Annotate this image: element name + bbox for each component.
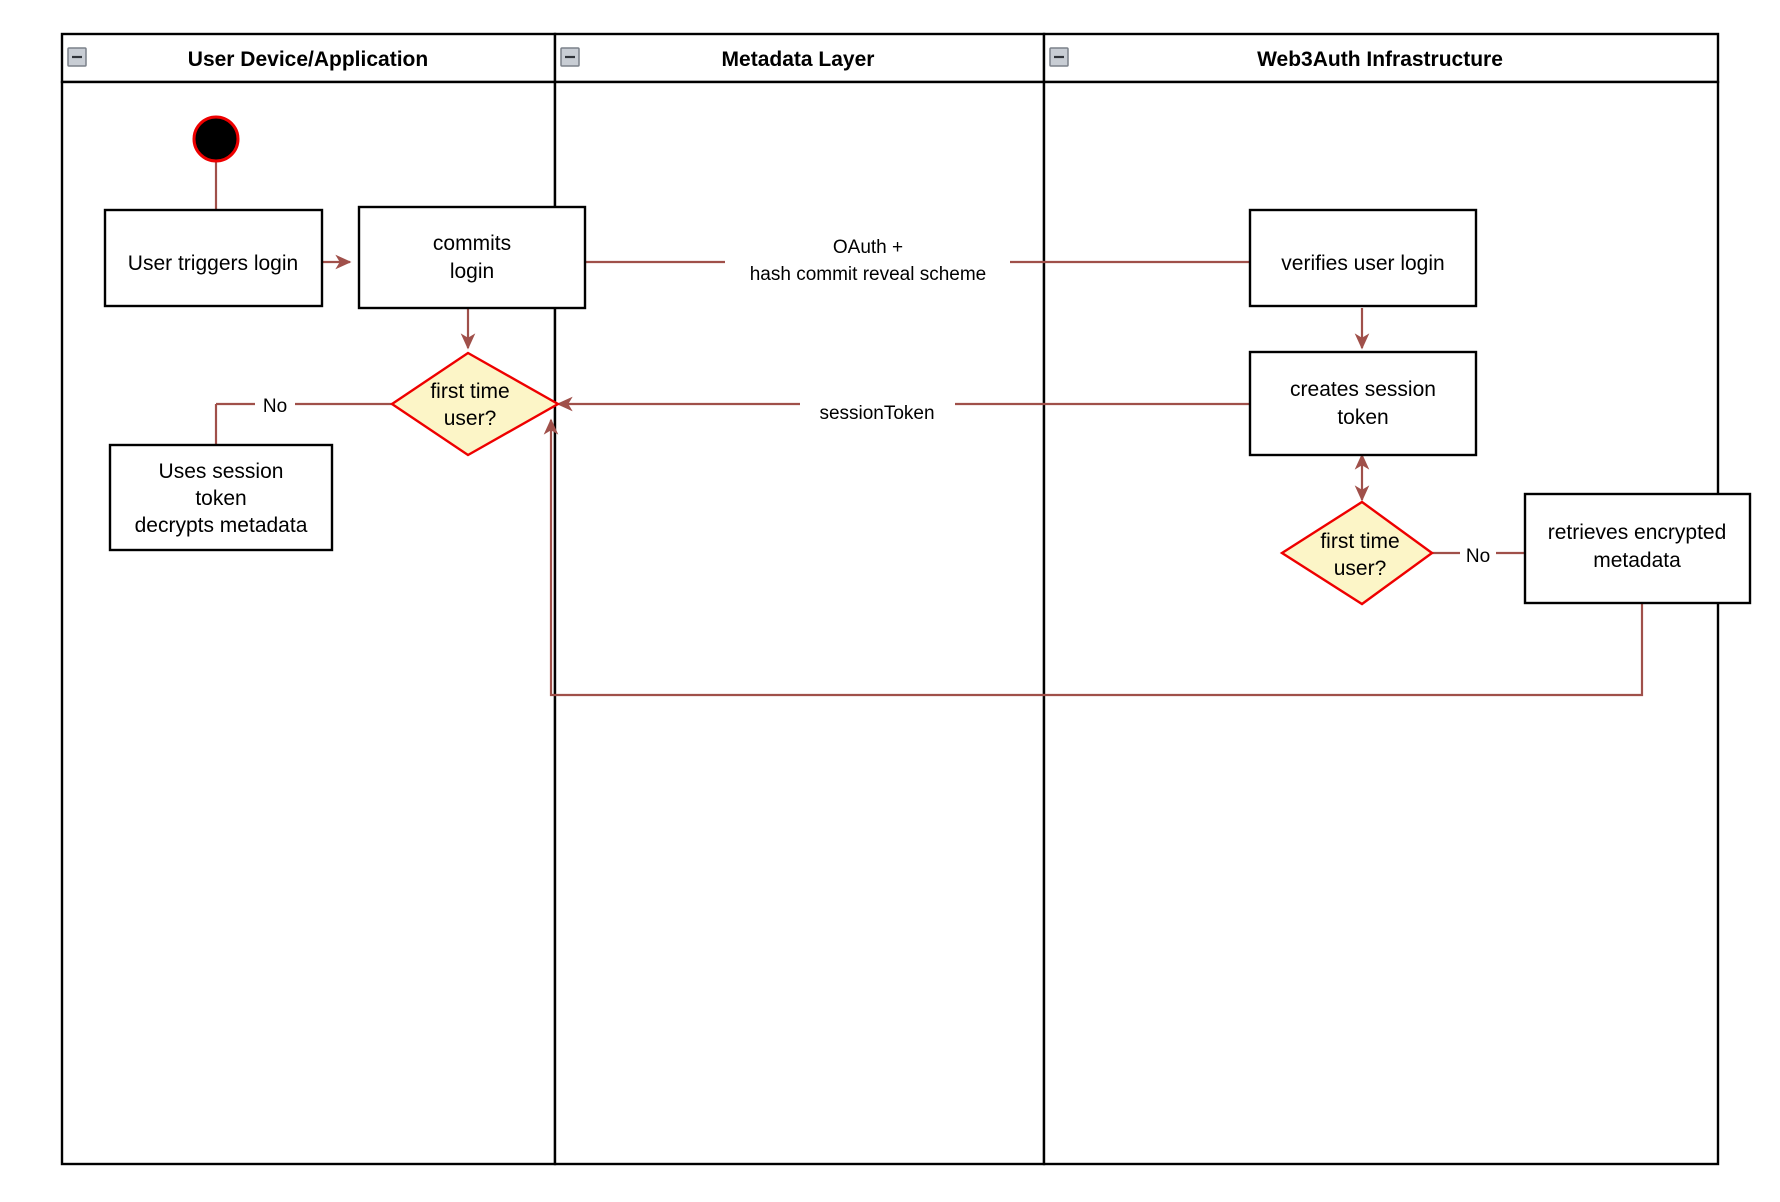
edge-label-no-right: No: [1466, 546, 1490, 567]
decision-first-time-user-right[interactable]: first time user?: [1279, 500, 1435, 606]
lane-title-web3auth: Web3Auth Infrastructure: [1257, 48, 1503, 71]
action-label: User triggers login: [128, 252, 298, 275]
edge-label-session-token: sessionToken: [819, 403, 934, 424]
flow-retrieves-metadata-loop-back: [543, 418, 1644, 697]
action-label-line2: token: [1337, 406, 1388, 429]
decision-label-line2: user?: [1334, 557, 1387, 580]
action-label-line2: token: [195, 487, 246, 510]
action-label-line2: login: [450, 260, 494, 283]
lane-header-user-device: [60, 32, 557, 84]
edge-label-no-left: No: [263, 396, 287, 417]
minus-icon[interactable]: [1049, 47, 1069, 67]
swimlane-user-device: User Device/Application: [60, 32, 557, 1166]
action-uses-session-token[interactable]: Uses session token decrypts metadata: [108, 443, 334, 552]
minus-icon[interactable]: [67, 47, 87, 67]
swimlane-metadata-layer: Metadata Layer: [553, 32, 1046, 1166]
action-creates-session-token[interactable]: creates session token: [1248, 350, 1478, 457]
action-user-triggers-login[interactable]: User triggers login: [103, 208, 324, 308]
edge-label-oauth: OAuth + hash commit reveal scheme: [750, 237, 987, 285]
action-label-line1: retrieves encrypted: [1548, 521, 1727, 544]
decision-label-line2: user?: [444, 407, 497, 430]
edge-label-text: No: [1466, 546, 1490, 567]
action-commits-login[interactable]: commits login: [357, 205, 587, 310]
lane-header-metadata-layer: [553, 32, 1046, 84]
decision-first-time-user-left[interactable]: first time user?: [389, 351, 561, 457]
lane-body-metadata-layer: [553, 80, 1046, 1166]
action-verifies-user-login[interactable]: verifies user login: [1248, 208, 1478, 308]
action-label: verifies user login: [1281, 252, 1444, 275]
action-retrieves-encrypted-metadata[interactable]: retrieves encrypted metadata: [1523, 492, 1752, 605]
action-label-line3: decrypts metadata: [135, 514, 308, 537]
lane-title-user-device: User Device/Application: [188, 48, 428, 71]
lane-header-web3auth: [1042, 32, 1720, 84]
edge-label-text: No: [263, 396, 287, 417]
action-label-line1: commits: [433, 232, 511, 255]
action-label-line1: Uses session: [159, 460, 284, 483]
initial-node: [192, 115, 240, 163]
edge-label-text: sessionToken: [819, 403, 934, 424]
minus-icon[interactable]: [560, 47, 580, 67]
edge-label-line2: hash commit reveal scheme: [750, 264, 987, 285]
edge-label-line1: OAuth +: [833, 237, 903, 258]
action-label-line2: metadata: [1593, 549, 1681, 572]
decision-label-line1: first time: [1320, 530, 1399, 553]
action-label-line1: creates session: [1290, 378, 1436, 401]
decision-label-line1: first time: [430, 380, 509, 403]
lane-title-metadata-layer: Metadata Layer: [722, 48, 875, 71]
